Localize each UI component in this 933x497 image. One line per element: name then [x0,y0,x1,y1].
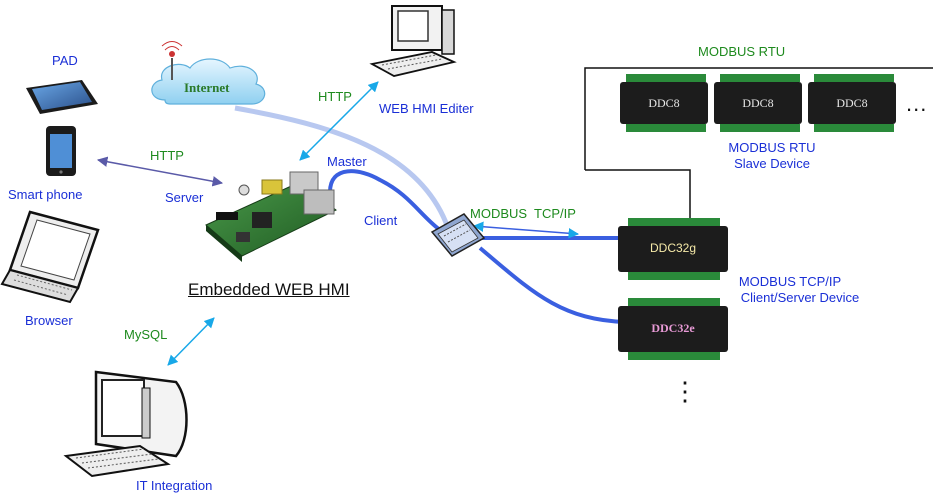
laptop-icon [0,210,100,304]
browser-label: Browser [25,313,73,328]
ddc8-label-2: DDC8 [742,96,774,110]
smart-phone-label: Smart phone [8,187,83,202]
modbus-rtu-drop-line [585,169,691,222]
modbus-rtu-slave-line1: MODBUS RTU [728,140,816,155]
pad-label: PAD [52,53,78,68]
modbus-tcpip-device-line2: Client/Server Device [740,290,860,305]
ddc8-module-2 [714,74,802,132]
it-integration-label: IT Integration [136,478,213,493]
modbus-rtu-bus-line [584,67,933,170]
modbus-tcpip-arrow [472,221,580,239]
modbus-tcpip-device-line1: MODBUS TCP/IP [738,274,842,289]
ddc32g-module [618,218,728,280]
ddc8-label-3: DDC8 [836,96,868,110]
ddc8-label-1: DDC8 [648,96,680,110]
http-arrow-top [299,81,379,161]
smartphone-icon [46,126,76,176]
mysql-label: MySQL [124,327,168,342]
embedded-board-icon [205,171,337,262]
client-label: Client [364,213,398,228]
internet-cloud-icon [151,41,266,105]
ddc32e-module [618,298,728,360]
ddc32g-label: DDC32g [649,241,697,255]
ddc32e-label: DDC32e [651,321,695,335]
ddc8-module-3 [808,74,896,132]
more-tcpip-devices-ellipsis: ⋮ [672,376,699,406]
it-computer-icon [63,370,188,478]
network-switch-icon [430,213,486,257]
embedded-web-hmi-title: Embedded WEB HMI [188,280,350,299]
server-label: Server [165,190,204,205]
http-arrow-left [96,156,224,187]
modbus-rtu-bus-label: MODBUS RTU [698,44,786,59]
modbus-tcpip-link-label: MODBUS TCP/IP [470,206,576,221]
http-left-label: HTTP [150,148,184,163]
mysql-arrow [167,317,215,366]
cable-to-ddc32e [478,246,626,324]
modbus-rtu-slave-line2: Slave Device [734,156,810,171]
ddc8-module-1 [620,74,708,132]
editor-computer-icon [369,5,457,77]
master-label: Master [327,154,367,169]
more-rtu-devices-ellipsis: ... [906,91,928,116]
web-hmi-editor-label: WEB HMI Editer [379,101,474,116]
tablet-icon [26,80,98,114]
http-top-label: HTTP [318,89,352,104]
internet-label: Internet [184,80,230,95]
master-cable [328,169,442,232]
